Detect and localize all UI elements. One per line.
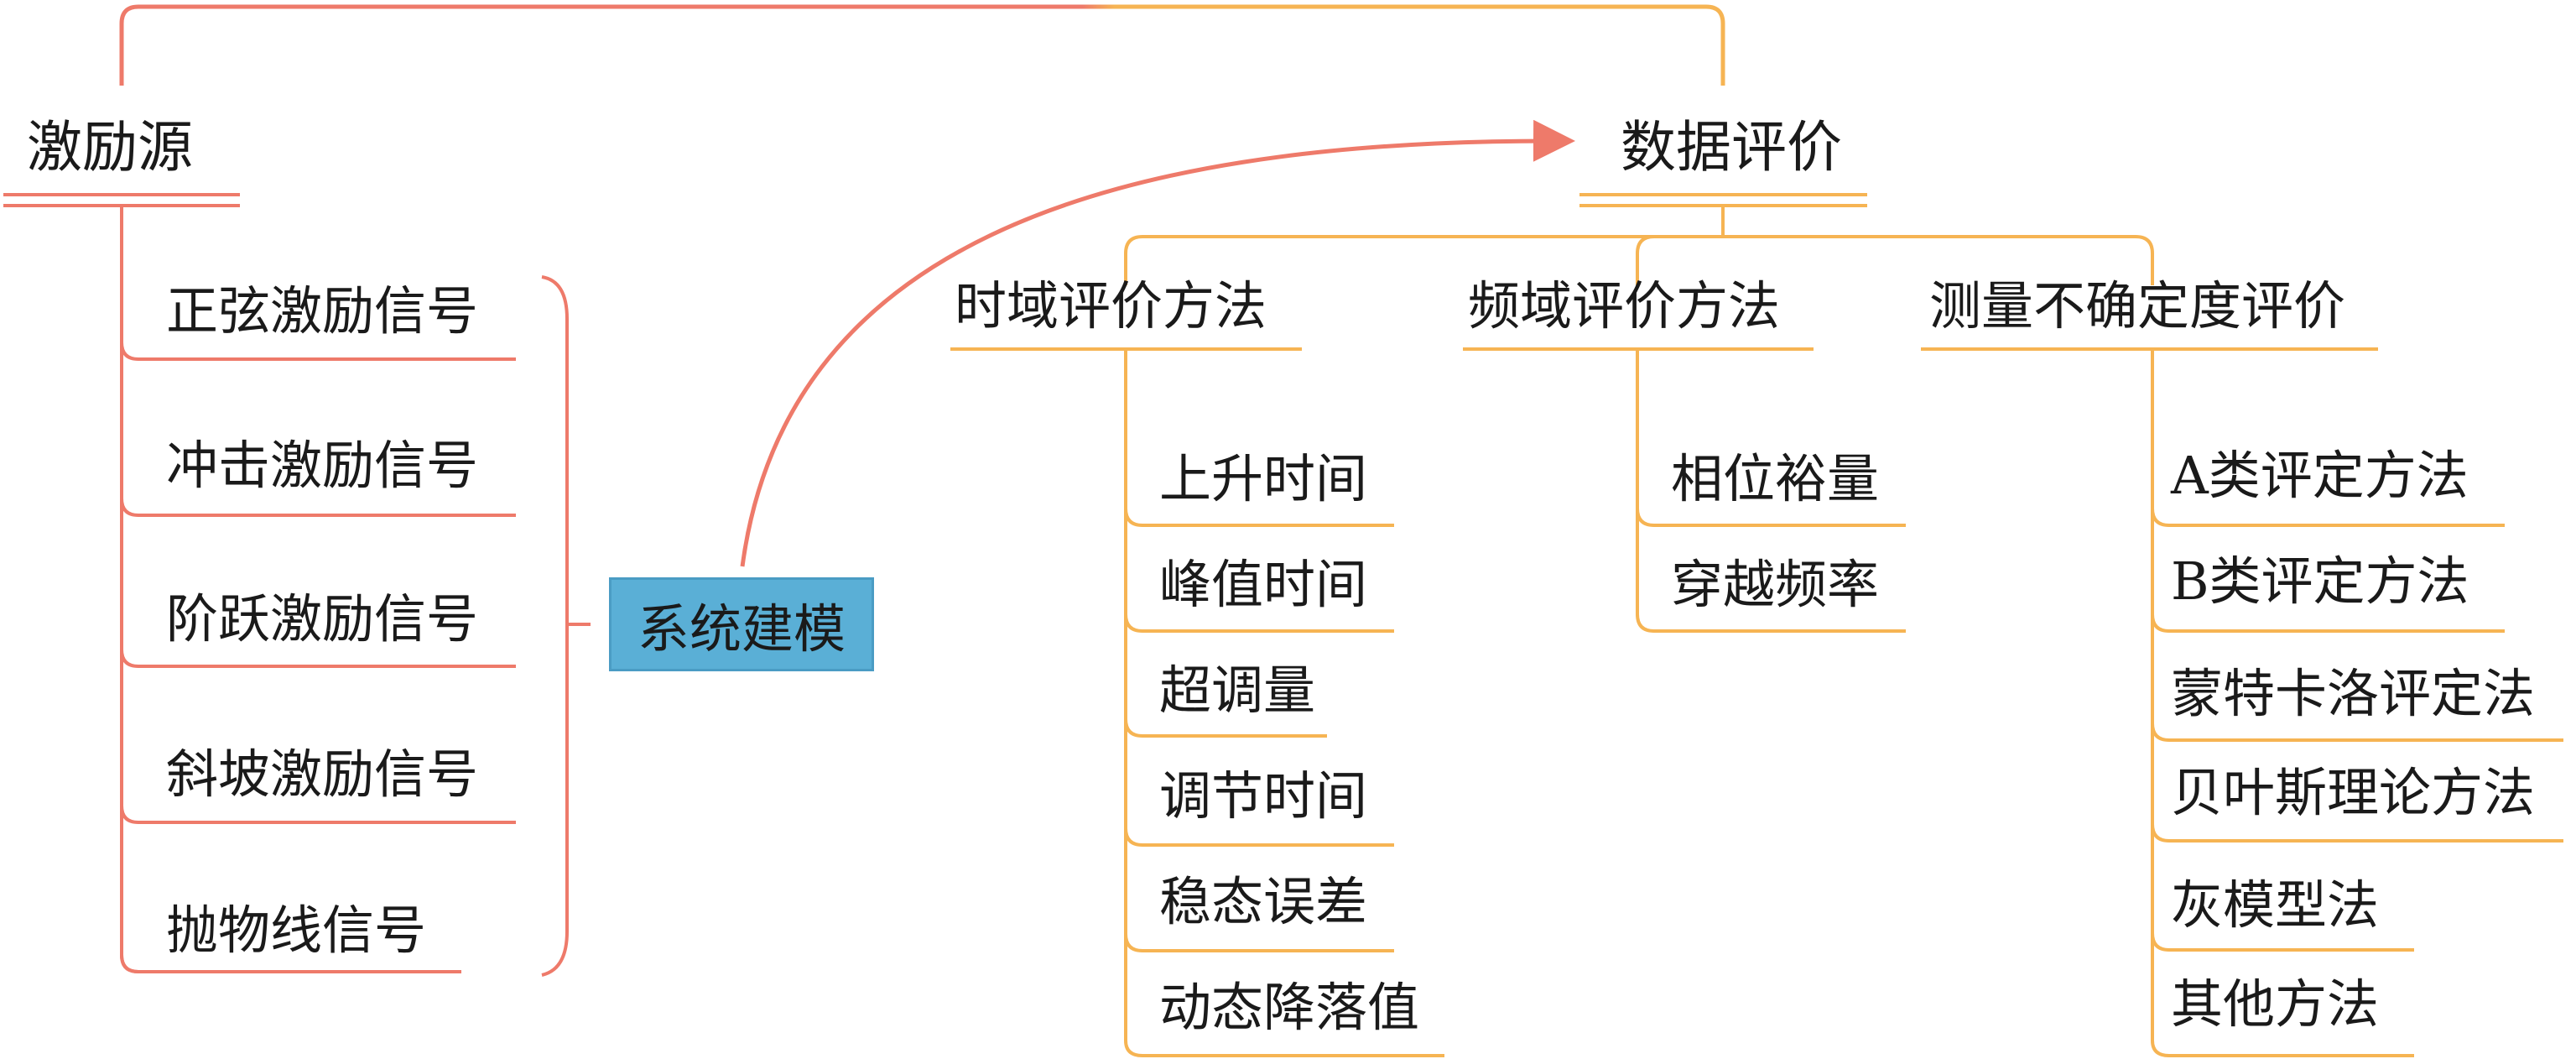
time-item-dynamic-drop[interactable]: 动态降落值 [1159, 977, 1420, 1038]
system-modeling-node[interactable]: 系统建模 [609, 577, 874, 671]
time-item-overshoot[interactable]: 超调量 [1159, 660, 1316, 721]
excitation-item-sine[interactable]: 正弦激励信号 [166, 280, 479, 342]
time-item-steady-state-error[interactable]: 稳态误差 [1159, 871, 1368, 932]
freq-item-crossover-frequency[interactable]: 穿越频率 [1671, 554, 1880, 615]
uncertainty-item-type-a[interactable]: A类评定方法 [2171, 445, 2469, 506]
excitation-item-impulse[interactable]: 冲击激励信号 [166, 435, 479, 496]
uncertainty-item-grey-model[interactable]: 灰模型法 [2171, 874, 2380, 936]
modeling-arrow [740, 119, 1575, 567]
time-item-settling-time[interactable]: 调节时间 [1159, 765, 1368, 827]
excitation-item-step[interactable]: 阶跃激励信号 [166, 588, 479, 649]
excitation-trunk-line [120, 206, 168, 973]
uncertainty-title[interactable]: 测量不确定度评价 [1929, 275, 2346, 336]
freq-item-phase-margin[interactable]: 相位裕量 [1671, 448, 1880, 509]
time-item-rise-time[interactable]: 上升时间 [1159, 448, 1368, 509]
uncertainty-item-type-b[interactable]: B类评定方法 [2171, 550, 2469, 612]
root-link-line [119, 4, 1725, 86]
time-domain-title[interactable]: 时域评价方法 [955, 275, 1267, 336]
uncertainty-item-other[interactable]: 其他方法 [2171, 973, 2380, 1035]
excitation-item-parabolic[interactable]: 抛物线信号 [166, 900, 427, 961]
excitation-bracket [541, 275, 569, 977]
freq-domain-title[interactable]: 频域评价方法 [1468, 275, 1781, 336]
evaluation-root-title[interactable]: 数据评价 [1621, 115, 1842, 180]
excitation-item-ramp[interactable]: 斜坡激励信号 [166, 743, 479, 805]
uncertainty-item-monte-carlo[interactable]: 蒙特卡洛评定法 [2171, 663, 2536, 724]
excitation-root-title[interactable]: 激励源 [27, 115, 193, 180]
uncertainty-item-bayesian[interactable]: 贝叶斯理论方法 [2171, 762, 2536, 823]
time-item-peak-time[interactable]: 峰值时间 [1159, 554, 1368, 615]
